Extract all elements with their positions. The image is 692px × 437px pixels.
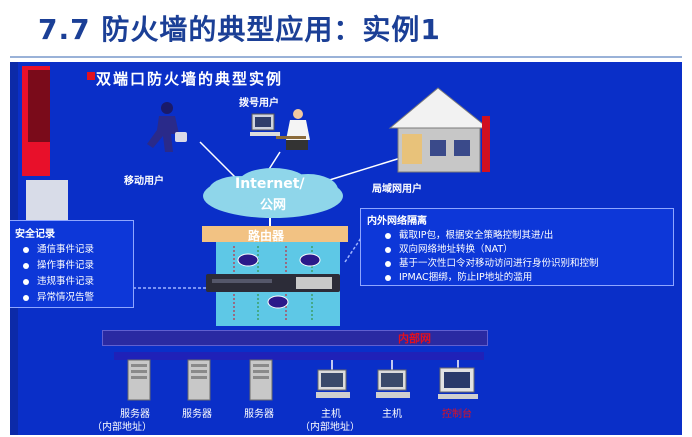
cloud-label-line1: Internet/ [235, 176, 305, 192]
router-box [202, 226, 348, 242]
heading-bullet [87, 72, 95, 80]
bullet-icon [385, 232, 391, 239]
left-decor-bar-dark [28, 70, 50, 142]
router-label: 路由器 [248, 229, 285, 243]
title-divider [10, 56, 682, 58]
title-bar: 7.7 防火墙的典型应用：实例1 [0, 0, 692, 56]
bullet-icon [385, 246, 391, 253]
left-decor-bar-gray [26, 180, 68, 222]
isolation-item: IPMAC捆绑，防止IP地址的滥用 [385, 269, 532, 283]
isolation-item: 双向网络地址转换（NAT） [385, 241, 513, 255]
security-log-header: 安全记录 [15, 229, 55, 240]
intranet-bus-lower [114, 352, 484, 360]
host-label: 服务器 [244, 409, 274, 420]
security-log-panel: 安全记录 通信事件记录 操作事件记录 违规事件记录 异常情况告警 [10, 220, 134, 308]
mobile-user-label: 移动用户 [124, 176, 164, 187]
isolation-item: 基于一次性口令对移动访问进行身份识别和控制 [385, 255, 599, 269]
isolation-header: 内外网络隔离 [367, 216, 427, 227]
page-title: 7.7 防火墙的典型应用：实例1 [38, 13, 441, 46]
console-computer-icon [438, 367, 478, 399]
server-icon [127, 359, 151, 401]
cloud-label-line2: 公网 [260, 198, 287, 213]
mobile-user-icon [147, 102, 187, 152]
security-log-item: 异常情况告警 [23, 289, 94, 303]
host-label: 服务器 [182, 409, 212, 420]
host-label: 主机 [321, 409, 341, 420]
host-computer-icon [376, 369, 410, 398]
isolation-panel: 内外网络隔离 截取IP包，根据安全策略控制其进/出 双向网络地址转换（NAT） … [360, 208, 674, 286]
bullet-icon [23, 278, 29, 285]
slide-canvas: 双端口防火墙的典型实例 移动用户 拨号用户 [10, 62, 682, 435]
server-icon [187, 359, 211, 401]
firewall-device-icon [206, 274, 340, 292]
security-log-item: 通信事件记录 [23, 241, 94, 255]
bullet-icon [385, 274, 391, 281]
isolation-item: 截取IP包，根据安全策略控制其进/出 [385, 227, 553, 241]
bullet-icon [23, 294, 29, 301]
slide-heading: 双端口防火墙的典型实例 [96, 70, 284, 88]
security-log-item: 违规事件记录 [23, 273, 94, 287]
server-icon [249, 359, 273, 401]
host-label: 服务器 [120, 409, 150, 420]
host-sublabel: （内部地址） [92, 422, 152, 433]
dialup-user-label: 拨号用户 [239, 98, 279, 109]
host-computer-icon [316, 369, 350, 398]
lan-building-icon [388, 87, 490, 173]
bullet-icon [23, 262, 29, 269]
internet-cloud-icon [203, 168, 343, 218]
lan-user-label: 局域网用户 [372, 184, 422, 195]
host-sublabel: （内部地址） [300, 422, 360, 433]
bullet-icon [23, 246, 29, 253]
dialup-user-icon [250, 109, 310, 150]
host-label: 主机 [382, 409, 402, 420]
security-log-item: 操作事件记录 [23, 257, 94, 271]
console-label: 控制台 [442, 409, 472, 420]
bullet-icon [385, 260, 391, 267]
intranet-label: 内部网 [398, 332, 431, 345]
intranet-bus [102, 330, 488, 346]
